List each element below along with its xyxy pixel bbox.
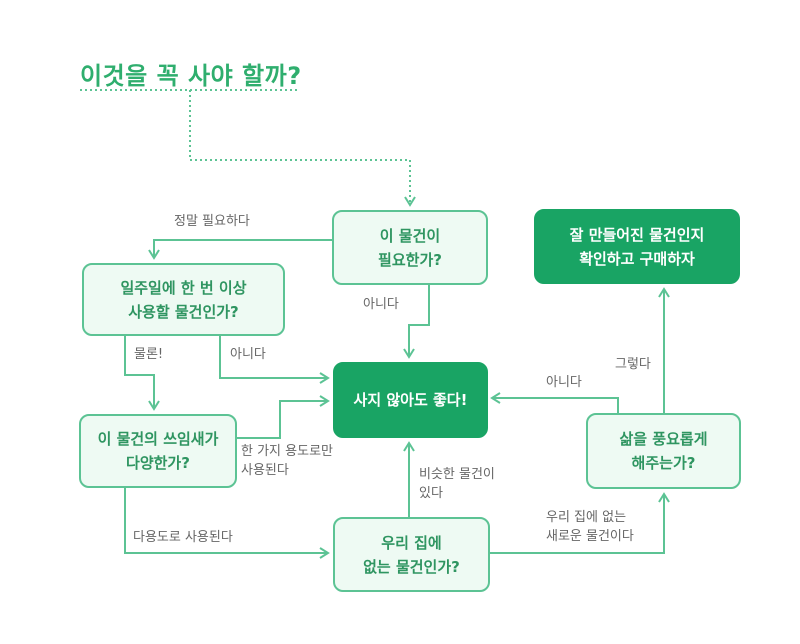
label-similar-exists: 비슷한 물건이 있다	[419, 467, 495, 501]
label-no-need: 아니다	[363, 297, 399, 312]
edge-weekly-no	[219, 336, 330, 384]
label-enrich-yes: 그렇다	[615, 357, 651, 372]
edge-no-need	[403, 285, 430, 359]
edge-enrich-no	[490, 392, 619, 413]
edge-new-item	[490, 492, 670, 554]
node-enrich: 삶을 풍요롭게 해주는가?	[586, 413, 741, 489]
label-weekly-yes: 물론!	[134, 347, 164, 362]
page-title: 이것을 꼭 사야 할까?	[80, 62, 302, 90]
label-weekly-no: 아니다	[230, 347, 266, 362]
label-multi-use: 다용도로 사용된다	[133, 530, 233, 545]
edge-really-need	[148, 239, 332, 260]
node-no-buy: 사지 않아도 좋다!	[333, 362, 488, 438]
node-weekly: 일주일에 한 번 이상 사용할 물건인가?	[82, 263, 285, 336]
label-really-need: 정말 필요하다	[174, 214, 250, 229]
node-need: 이 물건이 필요한가?	[332, 210, 488, 285]
title-connector	[189, 90, 416, 207]
edge-one-use	[237, 395, 330, 439]
node-not-at-home: 우리 집에 없는 물건인가?	[333, 517, 490, 592]
label-enrich-no: 아니다	[546, 375, 582, 390]
edge-multi-use	[124, 488, 330, 559]
node-uses: 이 물건의 쓰임새가 다양한가?	[79, 414, 237, 488]
label-new-item: 우리 집에 없는 새로운 물건이다	[546, 510, 634, 544]
edge-weekly-yes	[124, 336, 160, 411]
node-buy: 잘 만들어진 물건인지 확인하고 구매하자	[534, 209, 740, 284]
label-one-use: 한 가지 용도로만 사용된다	[241, 444, 333, 478]
